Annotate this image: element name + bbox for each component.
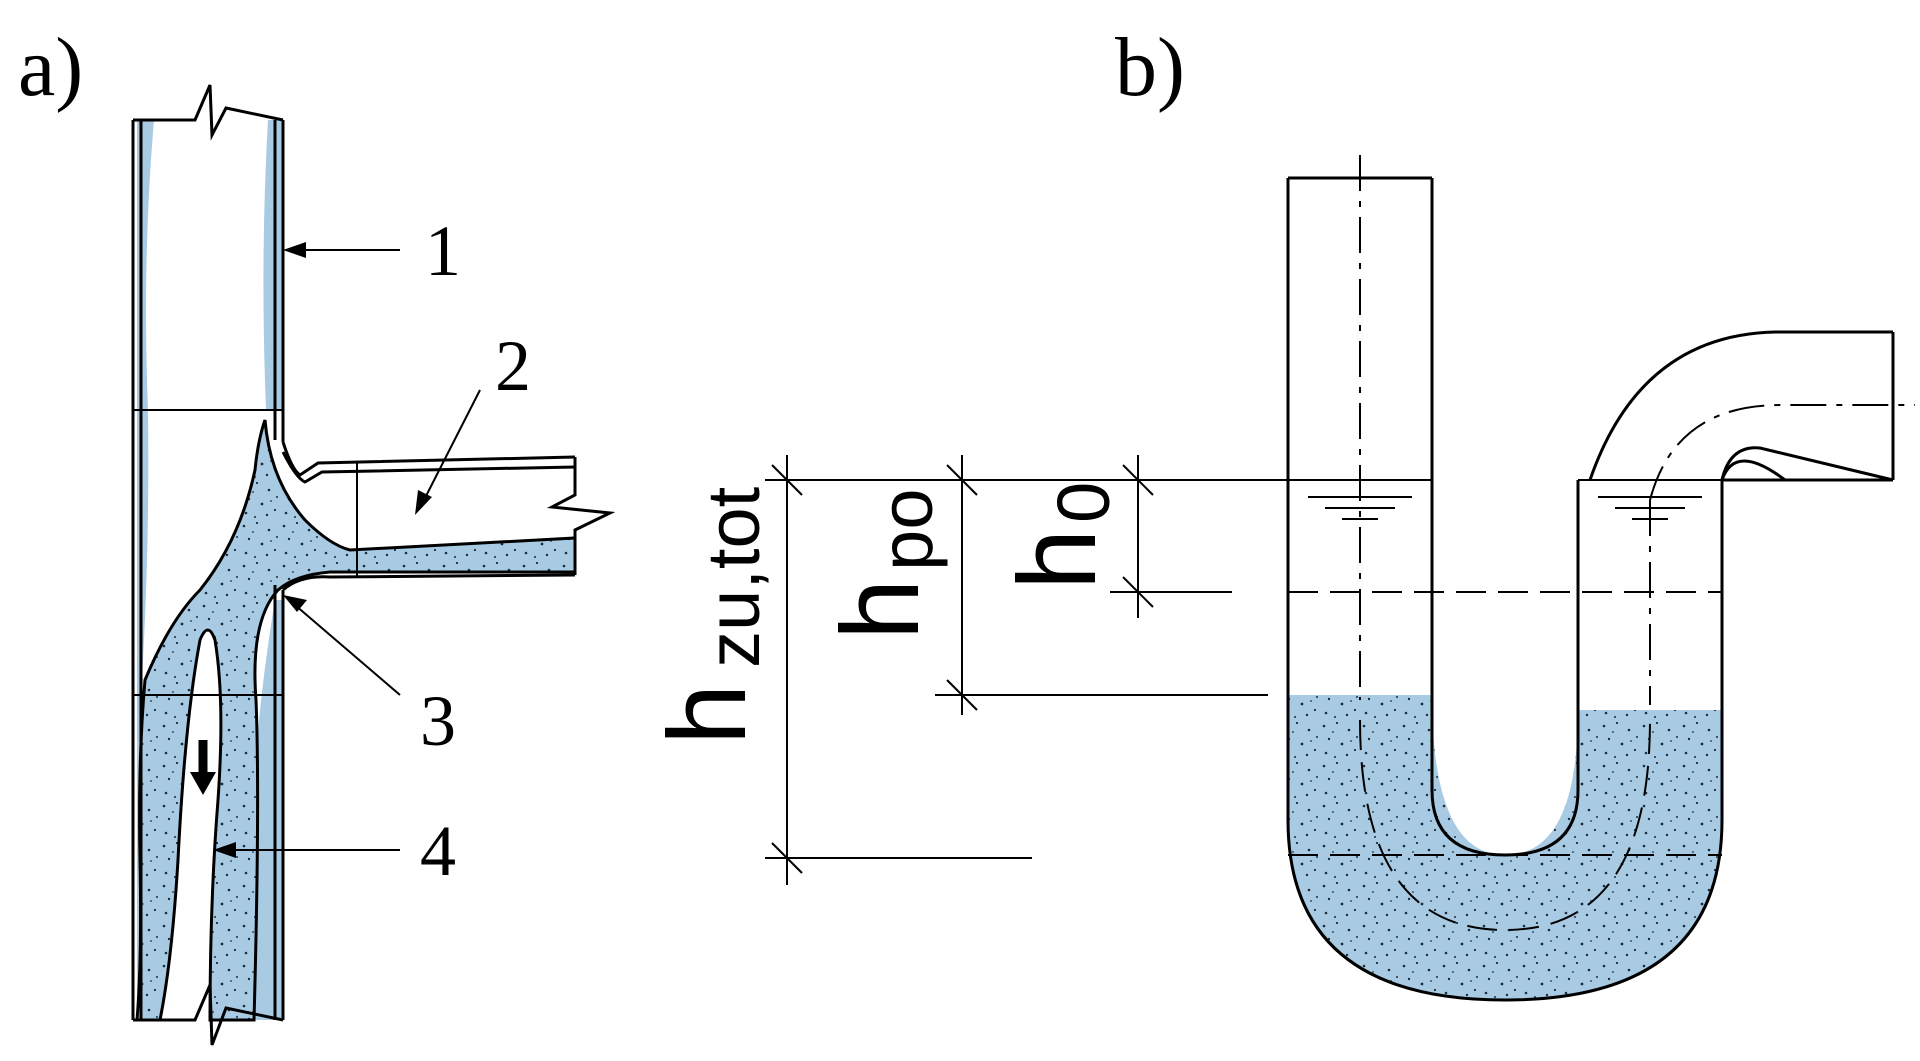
trap-water: [1288, 695, 1722, 1000]
tick-hpo-bottom: [946, 679, 978, 711]
elbow-inner: [1720, 459, 1786, 482]
tick-total-bottom: [771, 842, 803, 874]
dim-label-total-sub: zu,tot: [692, 486, 775, 667]
elbow-centerline: [1649, 404, 1915, 501]
trap-pipe: [1286, 155, 1915, 1002]
panel-b: b): [646, 21, 1915, 1002]
branch-break-symbol: [546, 457, 616, 575]
mixed-flow-plume: [135, 419, 577, 1022]
inlet-water-surface-symbol: [1308, 496, 1412, 520]
outlet-water-surface-symbol: [1598, 496, 1702, 520]
tick-h0-bottom: [1122, 576, 1154, 608]
callout-4-label: 4: [420, 811, 456, 891]
tick-h0-top: [1122, 464, 1154, 496]
callout-3-label: 3: [420, 681, 456, 761]
branch-lower-wall: [282, 573, 576, 592]
dimension-system: hzu,tot hpo h0: [646, 455, 1288, 885]
flow-down-arrow: [190, 740, 216, 795]
u-bend-centerline: [1359, 719, 1651, 932]
tick-hpo-top: [946, 464, 978, 496]
branch-upper-inner-wall: [281, 451, 576, 484]
dim-label-h0-sub: 0: [1042, 482, 1125, 523]
tick-total-top: [771, 464, 803, 496]
dim-label-h0: h0: [996, 482, 1125, 590]
panel-a-label: a): [18, 21, 83, 114]
panel-b-label: b): [1115, 21, 1185, 114]
dim-label-hpo: h po: [819, 489, 948, 641]
dim-label-total-main: h: [646, 684, 769, 745]
vertical-stack-pipe: [131, 84, 577, 1046]
bottom-break-symbol: [133, 984, 284, 1046]
dim-label-hpo-sub: po: [865, 489, 948, 571]
dim-label-hpo-main: h: [819, 579, 942, 640]
branch-upper-wall: [281, 441, 576, 477]
right-wall-water-film: [263, 120, 283, 410]
u-bend-outer: [1286, 819, 1724, 1002]
callout-1-label: 1: [425, 211, 461, 291]
branch-pipe: [281, 441, 616, 592]
callout-1: 1: [283, 211, 461, 291]
callout-3: 3: [283, 595, 456, 761]
elbow-lower: [1720, 446, 1894, 482]
panel-a: a): [18, 21, 616, 1046]
callout-2-label: 2: [495, 326, 531, 406]
callout-4: 4: [213, 811, 456, 891]
callout-2: 2: [415, 326, 531, 515]
elbow-outer: [1588, 330, 1893, 481]
top-break-symbol: [133, 84, 284, 141]
dim-label-total: h zu,tot: [646, 486, 775, 745]
dim-label-h0-main: h: [996, 529, 1119, 590]
